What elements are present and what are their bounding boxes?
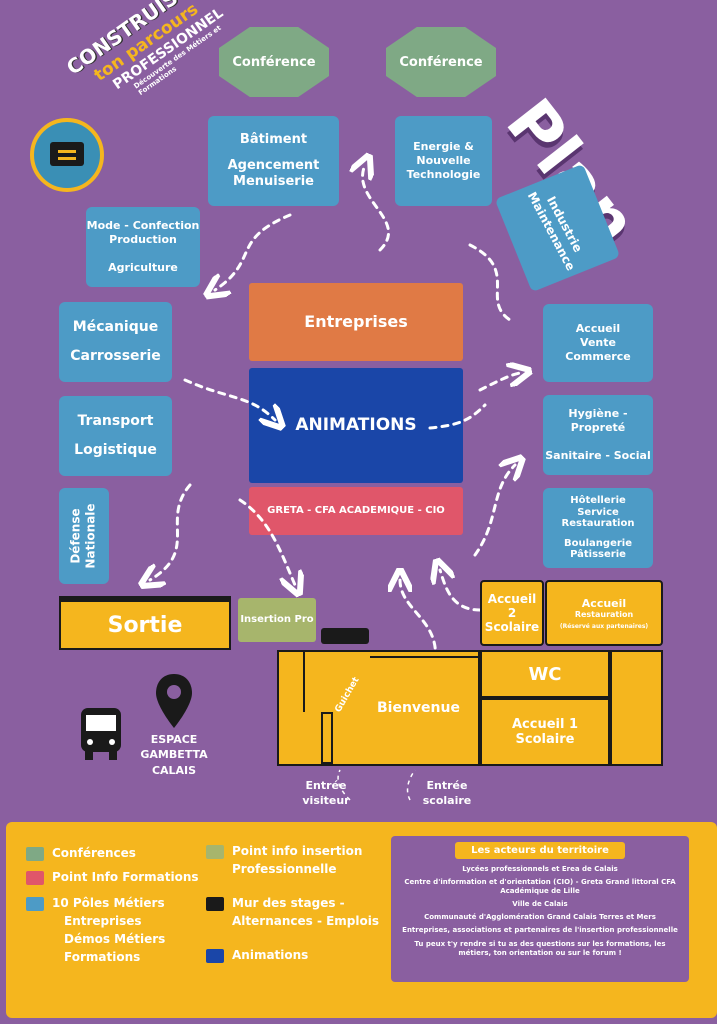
actor-entreprises: Entreprises, associations et partenaires… xyxy=(402,926,678,935)
pole-accueil-vente[interactable]: Accueil Vente Commerce xyxy=(543,304,653,382)
mur-des-stages[interactable] xyxy=(321,628,369,644)
entree-visiteur-label: Entrée visiteur xyxy=(302,779,350,808)
logo: CONSTRUIS ton parcours PROFESSIONNEL Déc… xyxy=(22,0,226,210)
legend-point-info-formations: Point Info Formations xyxy=(26,868,199,886)
side-room xyxy=(610,650,663,766)
pole-mecanique[interactable]: Mécanique Carrosserie xyxy=(59,302,172,382)
legend-swatch-insertion xyxy=(206,845,224,859)
legend-mur-stages: Mur des stages - Alternances - Emplois xyxy=(206,894,379,930)
legend-insertion: Point info insertion Professionnelle xyxy=(206,842,362,878)
legend-swatch-mur xyxy=(206,897,224,911)
greta-cfa-cio-area[interactable]: GRETA - CFA ACADEMIQUE - CIO xyxy=(249,487,463,535)
pole-transport[interactable]: Transport Logistique xyxy=(59,396,172,476)
sortie-area[interactable]: Sortie xyxy=(59,596,231,650)
entree-scolaire-label: Entrée scolaire xyxy=(422,779,472,808)
location-pin-icon xyxy=(156,674,192,728)
legend-animations: Animations xyxy=(206,946,308,964)
bus-icon xyxy=(81,708,121,760)
location-label: ESPACE GAMBETTA CALAIS xyxy=(140,733,208,777)
actor-agglo: Communauté d'Agglomération Grand Calais … xyxy=(424,913,656,922)
actors-title: Les acteurs du territoire xyxy=(455,842,625,859)
wc-area[interactable]: WC xyxy=(480,650,610,698)
entreprises-area[interactable]: Entreprises xyxy=(249,283,463,361)
accueil2-area[interactable]: Accueil 2 Scolaire xyxy=(480,580,544,646)
legend-swatch-poles xyxy=(26,897,44,911)
actors-box: Les acteurs du territoire Lycées profess… xyxy=(391,836,689,982)
actor-lycees: Lycées professionnels et Erea de Calais xyxy=(462,865,618,873)
actor-note: Tu peux t'y rendre si tu as des question… xyxy=(414,939,666,957)
legend-conferences: Conférences xyxy=(26,844,136,862)
bienvenue-hall[interactable]: Bienvenue xyxy=(277,650,480,766)
legend-panel: Conférences Point Info Formations 10 Pôl… xyxy=(6,822,717,1018)
bienvenue-inner-box xyxy=(321,712,333,764)
pole-defense[interactable]: Défense Nationale xyxy=(59,488,109,584)
pole-batiment[interactable]: Bâtiment Agencement Menuiserie xyxy=(208,116,339,206)
pole-hotellerie[interactable]: Hôtellerie Service Restauration Boulange… xyxy=(543,488,653,568)
bienvenue-inner-lines xyxy=(303,652,305,712)
pole-hygiene[interactable]: Hygiène - Propreté Sanitaire - Social xyxy=(543,395,653,475)
legend-swatch-formations xyxy=(26,871,44,885)
accueil-restauration-area[interactable]: Accueil Restauration (Réservé aux parten… xyxy=(545,580,663,646)
accueil1-area[interactable]: Accueil 1 Scolaire xyxy=(480,698,610,766)
actor-ville: Ville de Calais xyxy=(512,900,568,909)
actor-cio: Centre d'information et d'orientation (C… xyxy=(404,878,676,896)
bienvenue-door-row xyxy=(370,650,478,658)
legend-swatch-animations xyxy=(206,949,224,963)
animations-area[interactable]: ANIMATIONS xyxy=(249,368,463,483)
insertion-pro-area[interactable]: Insertion Pro xyxy=(238,598,316,642)
legend-swatch-conferences xyxy=(26,847,44,861)
pole-energie[interactable]: Energie & Nouvelle Technologie xyxy=(395,116,492,206)
logo-circle-icon xyxy=(30,118,104,192)
legend-poles-metiers: 10 Pôles Métiers Entreprises Démos Métie… xyxy=(26,894,165,966)
pole-mode[interactable]: Mode - Confection Production Agriculture xyxy=(86,207,200,287)
conference-room-left[interactable]: Conférence xyxy=(219,27,329,97)
conference-room-right[interactable]: Conférence xyxy=(386,27,496,97)
